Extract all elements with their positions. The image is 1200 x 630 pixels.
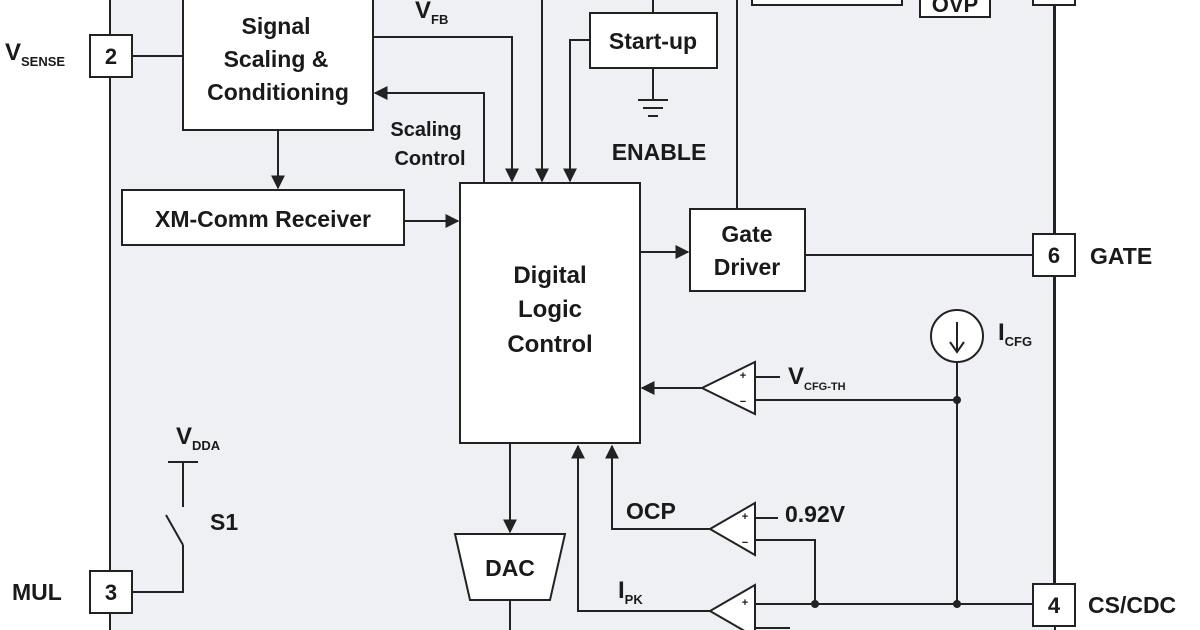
- gate-driver-line-2: Driver: [714, 254, 781, 280]
- vcc-pin-partial: [1032, 0, 1076, 6]
- signal-scaling-line-1: Signal: [241, 13, 310, 39]
- ovp-label: OVP: [932, 0, 978, 17]
- pin-cs-cdc-name: CS/CDC: [1088, 592, 1176, 618]
- pin-mul-number: 3: [105, 580, 117, 605]
- gate-driver-line-1: Gate: [721, 221, 772, 247]
- vcfgth-label: VCFG-TH: [788, 363, 846, 393]
- pin-gate: 6 GATE: [1032, 233, 1152, 277]
- wire-ipk-to-dlc: [571, 444, 710, 612]
- comparator-vcfg: + −: [699, 360, 756, 416]
- comparator-ipk-plus: +: [742, 597, 748, 609]
- dlc-line-1: Digital: [513, 262, 586, 289]
- dlc-line-3: Control: [507, 331, 592, 358]
- pin-vsense: 2 VSENSE: [5, 34, 133, 78]
- gate-driver-block: Gate Driver: [689, 208, 806, 292]
- pin-gate-number: 6: [1048, 243, 1060, 268]
- wire-vfb: [373, 36, 519, 183]
- wire-ocp-minus: [755, 539, 816, 604]
- ipk-label: IPK: [618, 577, 643, 607]
- signal-scaling-line-3: Conditioning: [207, 79, 349, 105]
- ground-icon: [638, 99, 668, 117]
- switch-s1-icon: [165, 514, 184, 546]
- pin-cs-cdc: 4 CS/CDC: [1032, 583, 1176, 627]
- comparator-ocp-minus: −: [742, 537, 748, 549]
- s1-label: S1: [210, 509, 238, 535]
- ref-092-label: 0.92V: [785, 501, 846, 527]
- signal-scaling-block: Signal Scaling & Conditioning: [182, 0, 374, 131]
- junction-cs: [953, 600, 961, 608]
- startup-block: Start-up: [589, 12, 718, 69]
- pin-gate-name: GATE: [1090, 243, 1152, 269]
- scaling-control-line-1: Scaling: [390, 119, 461, 141]
- xm-comm-label: XM-Comm Receiver: [155, 206, 371, 232]
- vfb-label: VFB: [415, 0, 448, 27]
- comparator-vcfg-minus: −: [740, 396, 746, 408]
- enable-label: ENABLE: [612, 139, 707, 165]
- ovp-block: OVP: [919, 0, 991, 18]
- vdda-label: VDDA: [176, 423, 221, 453]
- icfg-current-source: [930, 309, 984, 363]
- wire-s1-to-mul: [132, 545, 184, 593]
- signal-scaling-line-2: Scaling &: [224, 46, 329, 72]
- comparator-ipk: +: [708, 583, 756, 630]
- startup-label: Start-up: [609, 28, 697, 54]
- scaling-control-line-2: Control: [394, 148, 465, 170]
- digital-logic-control-block: Digital Logic Control: [459, 182, 641, 444]
- junction-vcfg: [953, 396, 961, 404]
- ocp-label: OCP: [626, 498, 676, 524]
- pin-vsense-number: 2: [105, 44, 117, 69]
- dac-label: DAC: [485, 555, 535, 581]
- icfg-label: ICFG: [998, 319, 1032, 349]
- xm-comm-receiver-block: XM-Comm Receiver: [121, 189, 405, 246]
- pin-mul-name: MUL: [12, 579, 62, 605]
- pin-mul: 3 MUL: [12, 570, 133, 614]
- junction-ocp: [811, 600, 819, 608]
- comparator-ocp: + −: [708, 501, 756, 557]
- wire-startup-to-dlc: [563, 39, 590, 183]
- pin-cs-cdc-number: 4: [1048, 593, 1061, 618]
- comparator-vcfg-plus: +: [740, 370, 746, 382]
- top-block-partial: [751, 0, 903, 6]
- dac-block: DAC: [453, 533, 567, 601]
- comparator-ocp-plus: +: [742, 511, 748, 523]
- wire-scaling-control: [373, 86, 485, 183]
- wire-ocp-to-dlc: [605, 444, 710, 530]
- dlc-line-2: Logic: [518, 296, 582, 323]
- pin-vsense-name: VSENSE: [5, 39, 65, 69]
